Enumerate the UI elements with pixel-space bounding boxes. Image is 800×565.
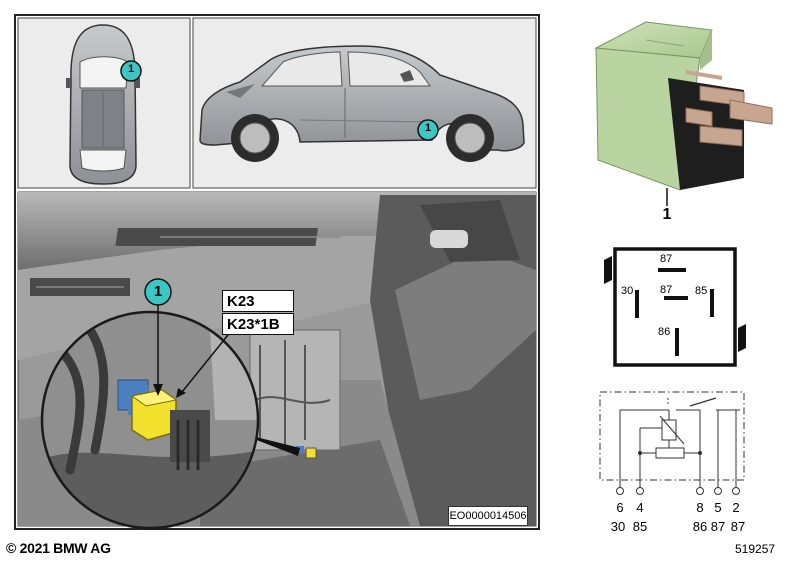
car-top-view	[66, 24, 140, 185]
image-id: 519257	[735, 542, 776, 556]
pin-label-86: 86	[658, 326, 671, 338]
relay-illustration	[594, 21, 773, 191]
relay-part-number: 1	[662, 206, 672, 223]
circuit-terminal-85: 85	[632, 519, 648, 534]
callout-label-side: 1	[424, 122, 432, 134]
document-id: EO0000014506	[448, 506, 528, 526]
circuit-pin-2: 2	[732, 500, 740, 515]
callout-label-interior: 1	[153, 283, 163, 300]
circuit-pin-5: 5	[714, 500, 722, 515]
circuit-terminal-86: 86	[692, 519, 708, 534]
callout-badge-top	[120, 60, 142, 82]
relay-name-label: K23	[222, 290, 294, 312]
circuit-terminal-87-b: 87	[730, 519, 746, 534]
connector-name-label: K23*1B	[222, 313, 294, 335]
relay-circuit	[599, 391, 745, 495]
callout-badge-interior	[144, 278, 172, 306]
circuit-pin-8: 8	[696, 500, 704, 515]
pin-label-30: 30	[621, 285, 634, 297]
relay-pinout	[604, 247, 746, 367]
circuit-pin-6: 6	[616, 500, 624, 515]
circuit-terminal-30: 30	[610, 519, 626, 534]
pin-label-85: 85	[695, 285, 708, 297]
zoom-detail	[40, 310, 260, 530]
circuit-terminal-87-a: 87	[710, 519, 726, 534]
callout-badge-side	[417, 119, 439, 141]
pin-label-87-mid: 87	[660, 284, 673, 296]
car-side-view	[199, 45, 525, 162]
copyright: © 2021 BMW AG	[6, 540, 111, 556]
circuit-pin-4: 4	[636, 500, 644, 515]
callout-label-top: 1	[127, 63, 135, 75]
pin-label-87-top: 87	[660, 253, 673, 265]
callout-arrows	[153, 304, 229, 398]
